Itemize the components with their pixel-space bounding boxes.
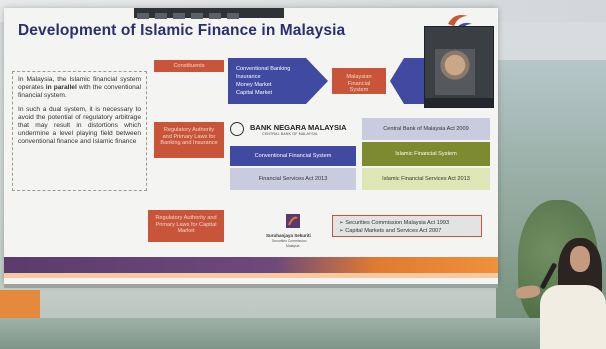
- banking-regulator-label: Regulatory Authority and Primary Laws fo…: [154, 122, 224, 158]
- participant-video: [435, 49, 475, 95]
- bnm-logo-icon: [230, 122, 244, 136]
- slide-footer-band: [4, 257, 498, 273]
- sc-subtitle-1: Securities Commission: [272, 239, 307, 243]
- islamic-arrow: [390, 58, 430, 104]
- screen-bottom-edge: [4, 284, 498, 288]
- securities-commission-logo: [286, 214, 300, 228]
- presenter-face: [570, 246, 590, 272]
- bnm-name: BANK NEGARA MALAYSIA: [250, 123, 347, 132]
- conventional-constituents: Conventional Banking Insurance Money Mar…: [236, 66, 291, 97]
- room-lower-area: [0, 318, 606, 349]
- constituents-label: Constituents: [154, 60, 224, 72]
- malaysian-financial-system: Malaysian Financial System: [332, 68, 386, 94]
- slide-footer-accent: [4, 273, 498, 278]
- projected-slide: Development of Islamic Finance in Malays…: [4, 8, 498, 284]
- central-bank-act: Central Bank of Malaysia Act 2009: [362, 118, 490, 140]
- financial-services-act: Financial Services Act 2013: [230, 168, 356, 190]
- video-name-bar: [425, 98, 493, 107]
- intro-textbox: In Malaysia, the Islamic financial syste…: [12, 71, 147, 191]
- video-thumbnail: [424, 26, 494, 108]
- slide-title: Development of Islamic Finance in Malays…: [18, 22, 346, 39]
- sc-subtitle-2: Malaysia: [286, 244, 300, 248]
- capital-market-laws: ➢ Securities Commission Malaysia Act 199…: [332, 215, 482, 237]
- islamic-financial-system: Islamic Financial System: [362, 142, 490, 166]
- presenter-body: [540, 285, 606, 349]
- bnm-subtitle: CENTRAL BANK OF MALAYSIA: [262, 132, 318, 136]
- sc-name: Suruhanjaya Sekuriti: [266, 233, 311, 238]
- intro-paragraph-2: In such a dual system, it is necessary t…: [18, 105, 141, 146]
- intro-paragraph-1: In Malaysia, the Islamic financial syste…: [18, 76, 141, 100]
- conventional-financial-system: Conventional Financial System: [230, 146, 356, 166]
- meeting-toolbar: [134, 8, 284, 19]
- capital-market-regulator-label: Regulatory Authority and Primary Laws fo…: [148, 210, 224, 242]
- conventional-arrow: [228, 58, 328, 104]
- islamic-financial-services-act: Islamic Financial Services Act 2013: [362, 168, 490, 190]
